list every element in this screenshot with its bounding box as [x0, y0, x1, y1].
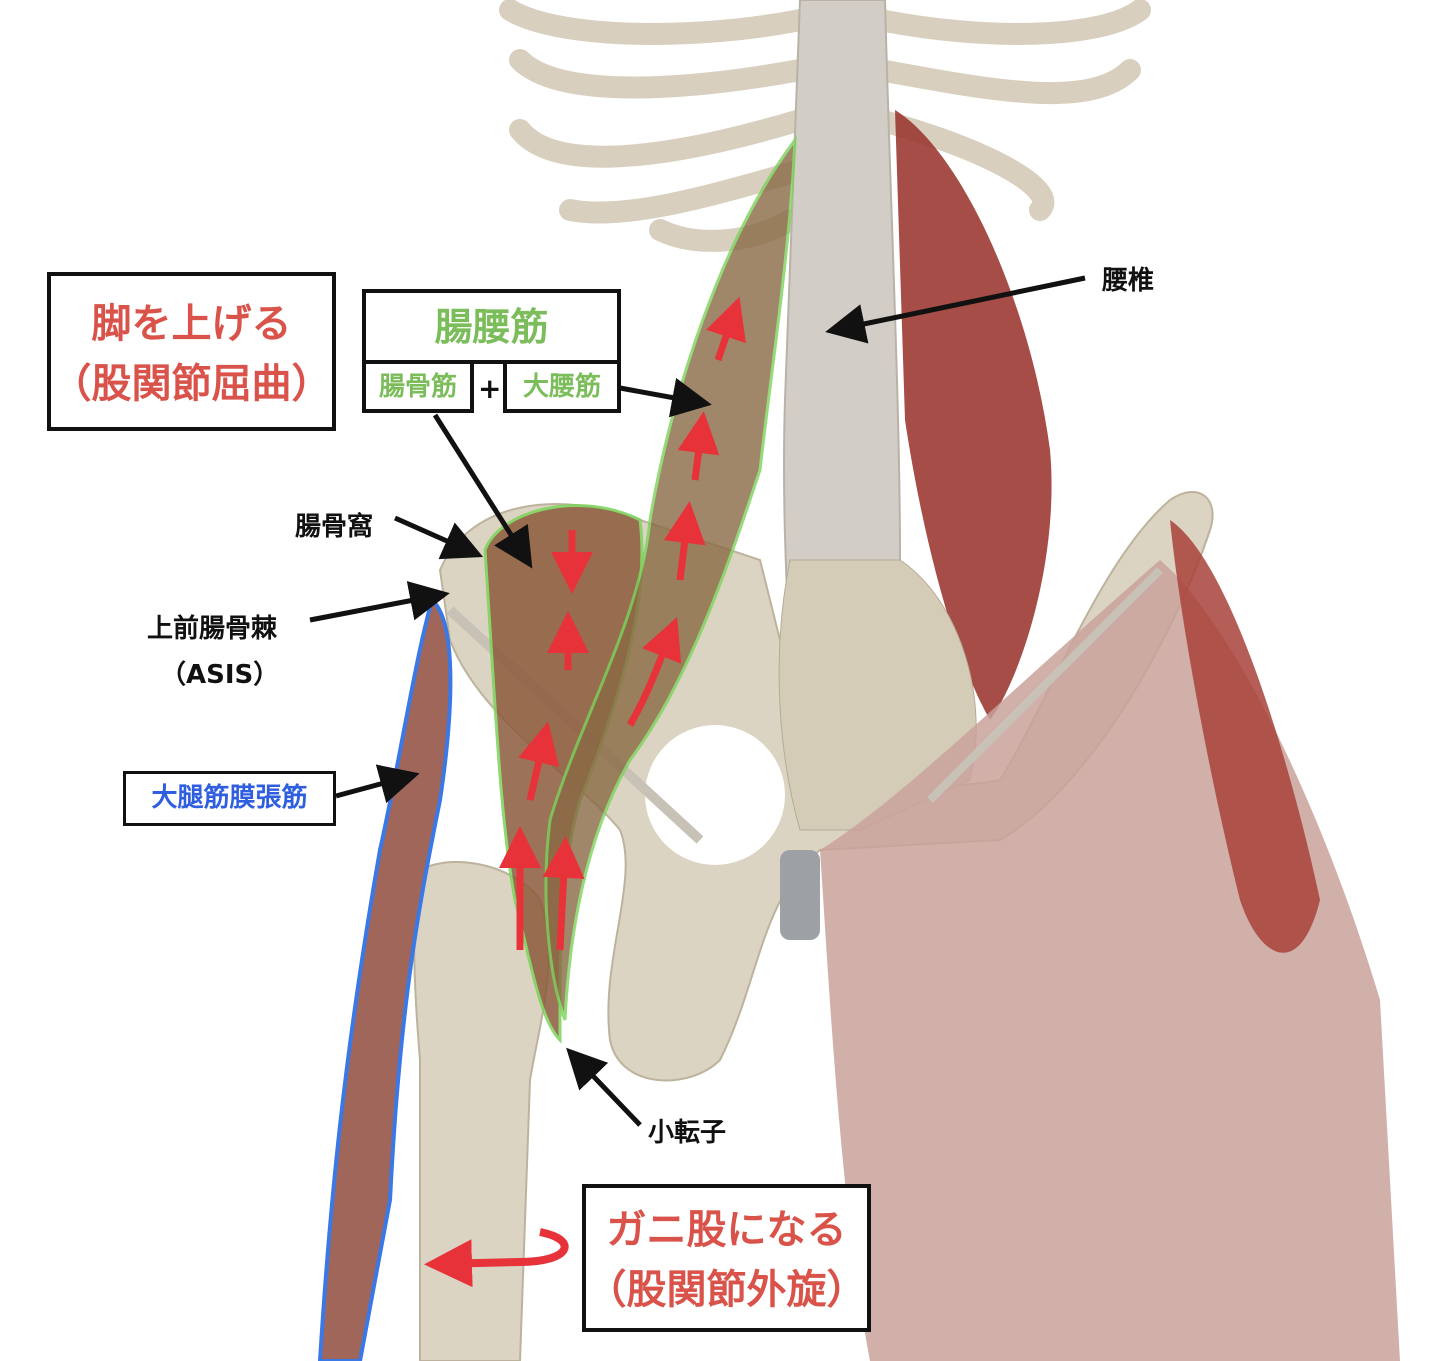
- plus-sign: +: [478, 372, 502, 405]
- iliac-fossa-label: 腸骨窩: [295, 512, 374, 542]
- left-femur: [413, 861, 550, 1361]
- external-rotation-title: ガニ股になる: [606, 1207, 847, 1253]
- external-rotation-subtitle: （股関節外旋）: [586, 1267, 867, 1313]
- lumbar-label: 腰椎: [1102, 266, 1155, 296]
- right-rectus: [1170, 520, 1320, 953]
- psoas-major-muscle: [544, 135, 797, 1021]
- tfl-box: 大腿筋膜張筋: [123, 771, 336, 826]
- hip-flexion-subtitle: （股関節屈曲）: [51, 361, 332, 407]
- asis-abbr-label: （ASIS）: [160, 660, 280, 690]
- lesser-trochanter-label: 小転子: [648, 1118, 727, 1148]
- external-rotation-arrow: [424, 1228, 569, 1288]
- tfl-label: 大腿筋膜張筋: [151, 783, 308, 813]
- psoas-major-label: 大腰筋: [522, 372, 601, 402]
- iliopsoas-box: 腸腰筋: [362, 289, 621, 364]
- pointer-arrows: [309, 275, 1086, 1127]
- hip-flexion-box: 脚を上げる （股関節屈曲）: [47, 272, 336, 431]
- iliopsoas-title: 腸腰筋: [434, 305, 549, 349]
- external-rotation-box: ガニ股になる （股関節外旋）: [582, 1184, 871, 1332]
- iliacus-label: 腸骨筋: [378, 372, 457, 402]
- right-psoas: [895, 110, 1052, 720]
- asis-label: 上前腸骨棘: [147, 614, 278, 644]
- psoas-major-box: 大腰筋: [503, 360, 621, 413]
- contraction-arrows: [499, 296, 746, 951]
- hip-flexion-title: 脚を上げる: [91, 301, 292, 347]
- iliacus-box: 腸骨筋: [362, 360, 474, 413]
